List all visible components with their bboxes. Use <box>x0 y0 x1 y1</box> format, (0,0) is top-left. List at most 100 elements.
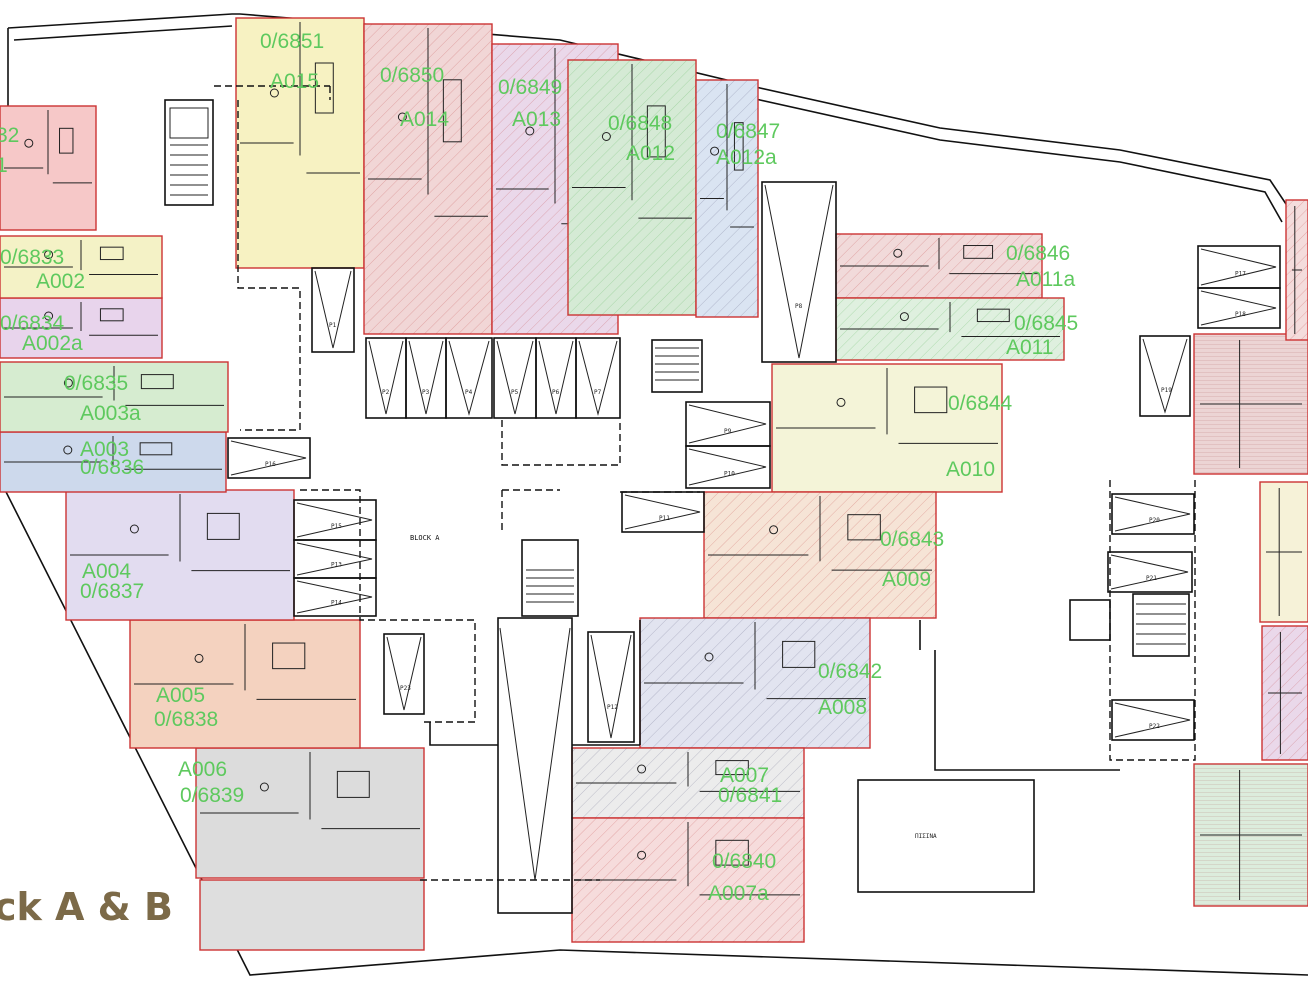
parking-bay-label: P15 <box>331 523 342 530</box>
parking-bay: P19 <box>1139 335 1191 417</box>
unit-ref-label: 0/6840 <box>712 850 776 873</box>
parking-bay: P9 <box>685 401 771 447</box>
unit-a002[interactable] <box>0 235 163 299</box>
unit-a006[interactable] <box>195 747 425 879</box>
parking-bay: P22 <box>1111 699 1195 741</box>
unit-a008[interactable] <box>639 617 871 749</box>
parking-bay-label: P8 <box>795 303 803 310</box>
unit-code-label: A011 <box>1006 336 1054 359</box>
parking-bay-label: P17 <box>1235 270 1246 277</box>
parking-bay: P12 <box>587 631 635 743</box>
block-label: BLOCK A <box>410 534 440 542</box>
unit-code-label: A004 <box>82 560 131 583</box>
parking-bay: P11 <box>621 491 705 533</box>
unit-a009[interactable] <box>703 491 937 619</box>
unit-code-label: A011a <box>1016 268 1075 291</box>
parking-bay: P1 <box>311 267 355 353</box>
parking-bay: P21 <box>1107 551 1193 593</box>
unit-unlabelled[interactable] <box>1261 625 1308 761</box>
unit-code-label: A014 <box>400 108 449 131</box>
unit-a002a[interactable] <box>0 297 163 359</box>
unit-layer <box>0 17 1308 951</box>
parking-bay: P5 <box>493 337 537 419</box>
parking-bay-label: P7 <box>594 389 602 396</box>
parking-bay: P4 <box>445 337 493 419</box>
unit-a015[interactable] <box>235 17 365 269</box>
unit-unlabelled[interactable] <box>1193 333 1308 475</box>
unit-code-label: A005 <box>156 684 205 707</box>
building-outline <box>0 13 1308 976</box>
unit-code-label: A006 <box>178 758 227 781</box>
plan-title: ck A & B <box>0 885 173 929</box>
unit-ref-label: 0/6836 <box>80 456 144 479</box>
unit-ref-label: 0/6844 <box>948 392 1013 415</box>
parking-bay-label: P16 <box>265 461 276 468</box>
parking-bay: P20 <box>1111 493 1195 535</box>
unit-code-label: A015 <box>270 70 319 93</box>
unit-ref-label: 0/6838 <box>154 708 218 731</box>
unit-code-label: A009 <box>882 568 931 591</box>
unit-ref-label: 0/6849 <box>498 76 562 99</box>
unit-1[interactable] <box>0 105 97 231</box>
parking-bay: P18 <box>1197 287 1281 329</box>
common-area <box>199 879 425 951</box>
unit-unlabelled[interactable] <box>1285 199 1308 341</box>
unit-a003[interactable] <box>0 431 227 493</box>
unit-code-label: A013 <box>512 108 561 131</box>
parking-bay-label: P5 <box>511 389 519 396</box>
unit-a012[interactable] <box>567 59 697 316</box>
parking-bay-label: P4 <box>465 389 473 396</box>
parking-bay-label: P1 <box>329 322 337 329</box>
unit-ref-label: 0/6850 <box>380 64 444 87</box>
unit-code-label: A012a <box>716 146 777 169</box>
parking-bay-label: P23 <box>400 685 411 692</box>
unit-unlabelled[interactable] <box>1259 481 1308 623</box>
parking-bay-label: P13 <box>331 562 342 569</box>
parking-bay-label: P3 <box>422 389 430 396</box>
parking-bay: P6 <box>535 337 577 419</box>
unit-unlabelled[interactable] <box>1193 763 1308 907</box>
unit-code-label: 1 <box>0 154 8 177</box>
unit-code-label: A003 <box>80 438 129 461</box>
parking-bay-label: P14 <box>331 600 342 607</box>
unit-ref-label: 0/6847 <box>716 120 780 143</box>
parking-bay-label: P21 <box>1146 575 1157 582</box>
unit-a004[interactable] <box>65 489 295 621</box>
unit-a014[interactable] <box>363 23 493 335</box>
unit-ref-label: 0/6842 <box>818 660 882 683</box>
unit-code-label: A007 <box>720 764 769 787</box>
unit-a007[interactable] <box>571 747 805 819</box>
parking-bay: P23 <box>383 633 425 715</box>
unit-ref-label: 0/6843 <box>880 528 944 551</box>
unit-a011a[interactable] <box>835 233 1043 299</box>
parking-bay: P10 <box>685 445 771 489</box>
parking-bay-label: P12 <box>607 704 618 711</box>
parking-bay: P13 <box>293 539 377 579</box>
parking-bay-label: P18 <box>1235 311 1246 318</box>
unit-a005[interactable] <box>129 619 361 749</box>
parking-bay-label: P22 <box>1149 723 1160 730</box>
unit-ref-label: 0/6845 <box>1014 312 1078 335</box>
parking-bay-label: P6 <box>552 389 560 396</box>
unit-code-label: A002a <box>22 332 83 355</box>
pool-label: ΠΙΣΙΝΑ <box>915 833 937 840</box>
parking-bay: P17 <box>1197 245 1281 289</box>
unit-ref-label: 0/6841 <box>718 784 782 807</box>
parking-bay-label: P9 <box>724 428 732 435</box>
parking-bay: P15 <box>293 499 377 541</box>
unit-ref-label: 32 <box>0 124 19 147</box>
unit-a003a[interactable] <box>0 361 229 433</box>
parking-bay-label: P10 <box>724 470 735 477</box>
unit-code-label: A012 <box>626 142 675 165</box>
unit-code-label: A002 <box>36 270 85 293</box>
unit-a010[interactable] <box>771 363 1003 493</box>
unit-a007a[interactable] <box>571 817 805 943</box>
unit-a012a[interactable] <box>695 79 759 318</box>
parking-bay: P2 <box>365 337 407 419</box>
core-elements: ΠΙΣΙΝΑ BLOCK A <box>164 85 1196 914</box>
unit-ref-label: 0/6851 <box>260 30 324 53</box>
unit-a011[interactable] <box>835 297 1065 361</box>
parking-bay: P14 <box>293 577 377 617</box>
